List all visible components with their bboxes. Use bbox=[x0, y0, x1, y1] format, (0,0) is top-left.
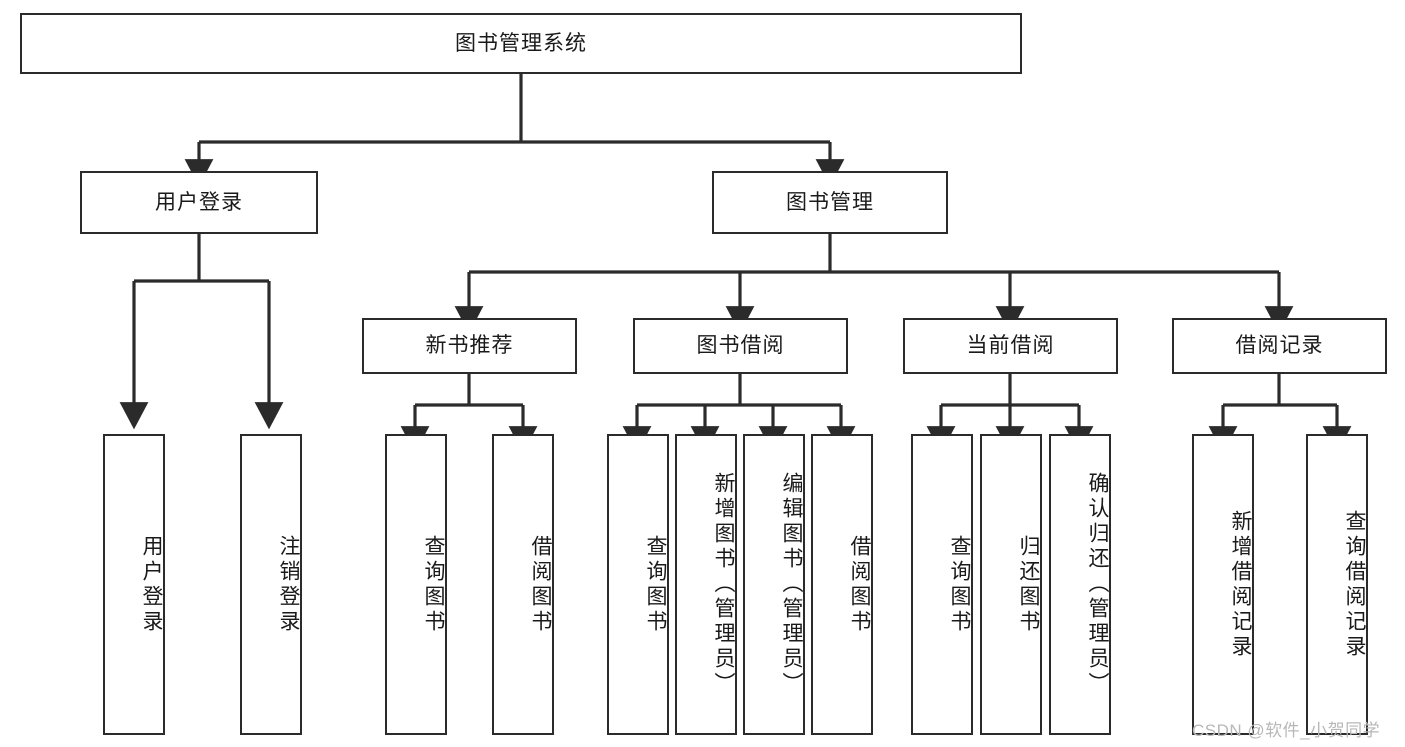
node-borrow-records[interactable]: 借阅记录 bbox=[1172, 318, 1387, 374]
node-new-book-recommend[interactable]: 新书推荐 bbox=[362, 318, 577, 374]
node-label: 借阅记录 bbox=[1235, 334, 1324, 358]
node-label: 查询图书 bbox=[644, 534, 667, 635]
leaf-logout-login[interactable]: 注销登录 bbox=[240, 434, 302, 735]
node-label: 注销登录 bbox=[277, 534, 300, 635]
node-current-borrow[interactable]: 当前借阅 bbox=[903, 318, 1118, 374]
leaf-return-book[interactable]: 归还图书 bbox=[980, 434, 1042, 735]
leaf-query-book-borrow[interactable]: 查询图书 bbox=[607, 434, 669, 735]
node-label: 借阅图书 bbox=[848, 534, 871, 635]
node-label: 用户登录 bbox=[140, 534, 163, 635]
node-label: 确认归还（管理员） bbox=[1086, 472, 1109, 697]
node-label: 用户登录 bbox=[155, 190, 243, 214]
node-label: 图书管理系统 bbox=[455, 31, 587, 55]
leaf-query-book-recommend[interactable]: 查询图书 bbox=[385, 434, 447, 735]
leaf-user-login[interactable]: 用户登录 bbox=[103, 434, 165, 735]
leaf-query-book-current[interactable]: 查询图书 bbox=[911, 434, 973, 735]
leaf-add-borrow-record[interactable]: 新增借阅记录 bbox=[1192, 434, 1254, 735]
node-root-system[interactable]: 图书管理系统 bbox=[20, 13, 1022, 74]
node-label: 查询图书 bbox=[948, 534, 971, 635]
node-book-management[interactable]: 图书管理 bbox=[712, 171, 948, 234]
node-book-borrow[interactable]: 图书借阅 bbox=[633, 318, 848, 374]
leaf-borrow-book[interactable]: 借阅图书 bbox=[811, 434, 873, 735]
node-label: 借阅图书 bbox=[529, 534, 552, 635]
node-user-login[interactable]: 用户登录 bbox=[80, 171, 318, 234]
node-label: 查询借阅记录 bbox=[1343, 509, 1366, 660]
node-label: 新增图书（管理员） bbox=[712, 472, 735, 697]
node-label: 编辑图书（管理员） bbox=[780, 472, 803, 697]
leaf-confirm-return-admin[interactable]: 确认归还（管理员） bbox=[1049, 434, 1111, 735]
node-label: 归还图书 bbox=[1017, 534, 1040, 635]
node-label: 查询图书 bbox=[422, 534, 445, 635]
watermark-text: CSDN @软件_小贺同学 bbox=[1192, 721, 1381, 740]
node-label: 图书管理 bbox=[786, 190, 874, 214]
leaf-add-book-admin[interactable]: 新增图书（管理员） bbox=[675, 434, 737, 735]
node-label: 新增借阅记录 bbox=[1229, 509, 1252, 660]
node-label: 新书推荐 bbox=[425, 334, 514, 358]
leaf-query-borrow-record[interactable]: 查询借阅记录 bbox=[1306, 434, 1368, 735]
leaf-edit-book-admin[interactable]: 编辑图书（管理员） bbox=[743, 434, 805, 735]
node-label: 图书借阅 bbox=[696, 334, 785, 358]
leaf-borrow-book-recommend[interactable]: 借阅图书 bbox=[492, 434, 554, 735]
node-label: 当前借阅 bbox=[966, 334, 1055, 358]
